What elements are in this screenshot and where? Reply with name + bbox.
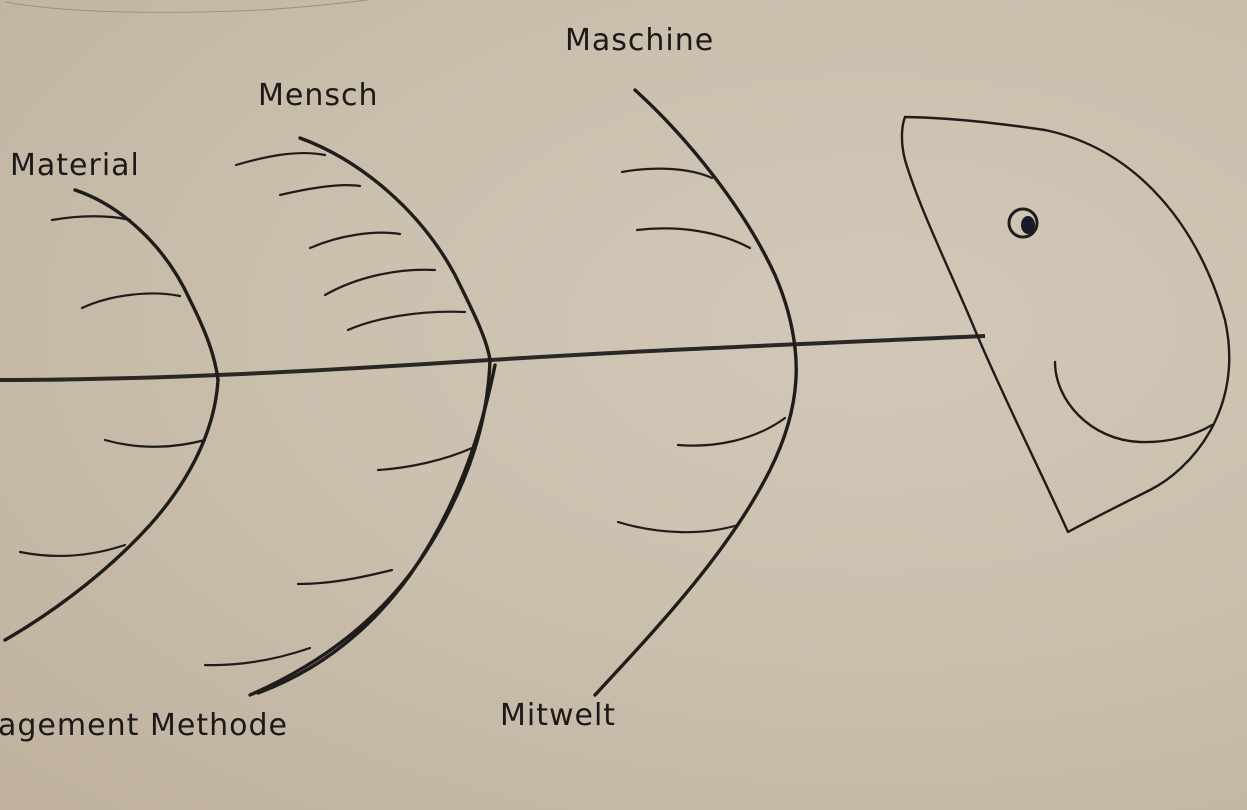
- label-material: Material: [10, 148, 140, 183]
- label-mitwelt: Mitwelt: [500, 698, 616, 733]
- fish-head: [900, 115, 1231, 534]
- bone-mitwelt: [593, 346, 798, 697]
- bone-material: [50, 188, 220, 382]
- fish-eye-icon: [1007, 207, 1039, 239]
- fish-pupil: [1021, 216, 1035, 234]
- fish-mouth: [1053, 360, 1214, 444]
- label-methode: Methode: [150, 708, 288, 743]
- label-maschine: Maschine: [565, 23, 714, 58]
- label-mensch: Mensch: [258, 78, 379, 113]
- bone-methode: [203, 358, 497, 697]
- bone-management: [3, 378, 220, 642]
- bone-maschine: [620, 88, 797, 350]
- bone-mensch: [234, 136, 492, 362]
- label-management: agement: [0, 708, 139, 743]
- pencil-sketch-mark: [4, 0, 372, 13]
